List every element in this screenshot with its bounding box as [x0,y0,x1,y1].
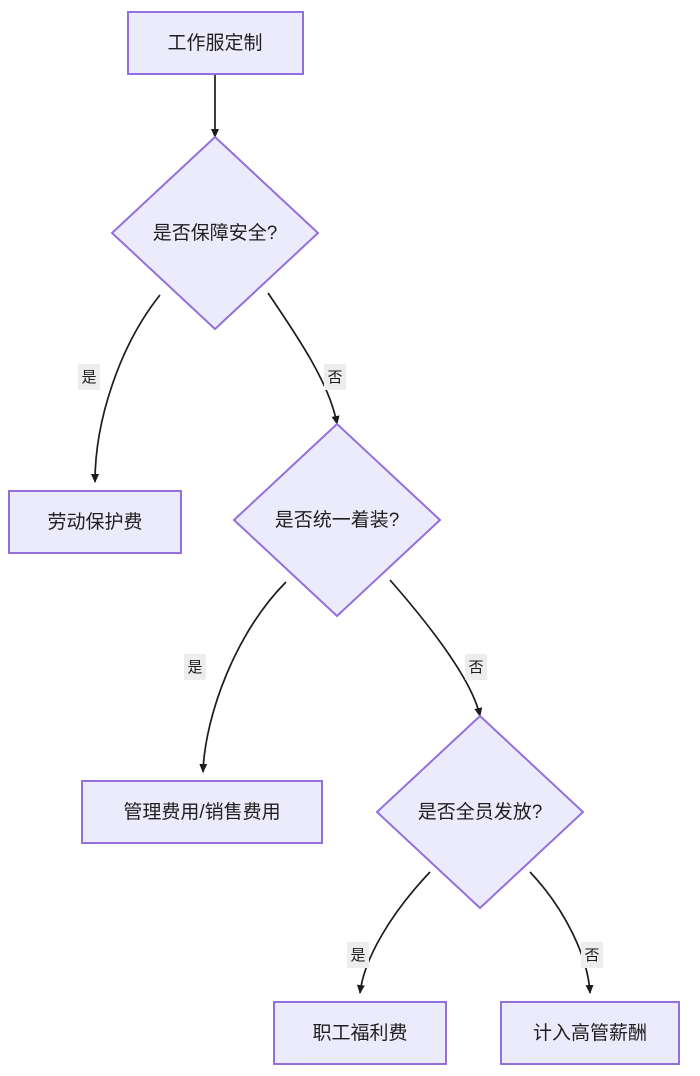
edge-label-yes: 是 [187,659,202,676]
edge-line [356,871,431,994]
node-label-start: 工作服定制 [167,32,262,54]
edge-label-background [465,654,487,680]
node-employee-welfare[interactable]: 职工福利费 [273,1001,447,1065]
node-label-allstaff: 是否全员发放? [418,801,543,823]
node-label-labor: 劳动保护费 [47,511,142,533]
node-rect[interactable] [81,780,323,844]
node-admin-sales-expense[interactable]: 管理费用/销售费用 [81,780,323,844]
node-rect[interactable] [273,1001,447,1065]
edge-allstaff-to-welfare: 是 [347,871,431,994]
node-label-executive: 计入高管薪酬 [533,1022,647,1044]
edge-uniform-to-admin: 是 [184,581,287,773]
node-decision-safety[interactable]: 是否保障安全? [110,135,320,331]
node-diamond[interactable] [110,135,320,331]
node-diamond[interactable] [375,714,585,910]
edge-line [529,871,594,994]
edge-label-background [184,654,206,680]
node-decision-uniform[interactable]: 是否统一着装? [232,422,442,618]
node-label-safety: 是否保障安全? [153,222,278,244]
edge-label-no: 否 [468,659,483,676]
edge-label-background [347,942,369,968]
node-start[interactable]: 工作服定制 [127,11,304,75]
node-group: 工作服定制 是否保障安全? 劳动保护费 是否统一着装? 管理费用/销售费用 [8,11,680,1065]
edge-label-no: 否 [327,369,342,386]
edge-label-yes: 是 [350,947,365,964]
node-decision-allstaff[interactable]: 是否全员发放? [375,714,585,910]
node-label-welfare: 职工福利费 [312,1022,407,1044]
node-labor-protection[interactable]: 劳动保护费 [8,490,182,554]
edge-label-yes: 是 [81,369,96,386]
node-rect[interactable] [127,11,304,75]
edge-uniform-to-allstaff: 否 [389,579,487,717]
edge-safety-to-uniform: 否 [267,292,346,425]
edge-allstaff-to-executive: 否 [529,871,603,994]
node-diamond[interactable] [232,422,442,618]
edge-label-background [78,364,100,390]
edge-label-no: 否 [584,947,599,964]
edge-line [199,581,287,773]
edge-label-background [324,364,346,390]
node-rect[interactable] [8,490,182,554]
edge-group: 是 否 是 否 [78,74,603,994]
edge-line [91,294,161,483]
node-label-uniform: 是否统一着装? [275,509,400,531]
edge-label-background [581,942,603,968]
edge-line [389,579,483,717]
node-rect[interactable] [500,1001,680,1065]
node-executive-compensation[interactable]: 计入高管薪酬 [500,1001,680,1065]
node-label-admin: 管理费用/销售费用 [123,801,280,823]
edge-line [267,292,340,425]
edge-safety-to-labor: 是 [78,294,161,483]
